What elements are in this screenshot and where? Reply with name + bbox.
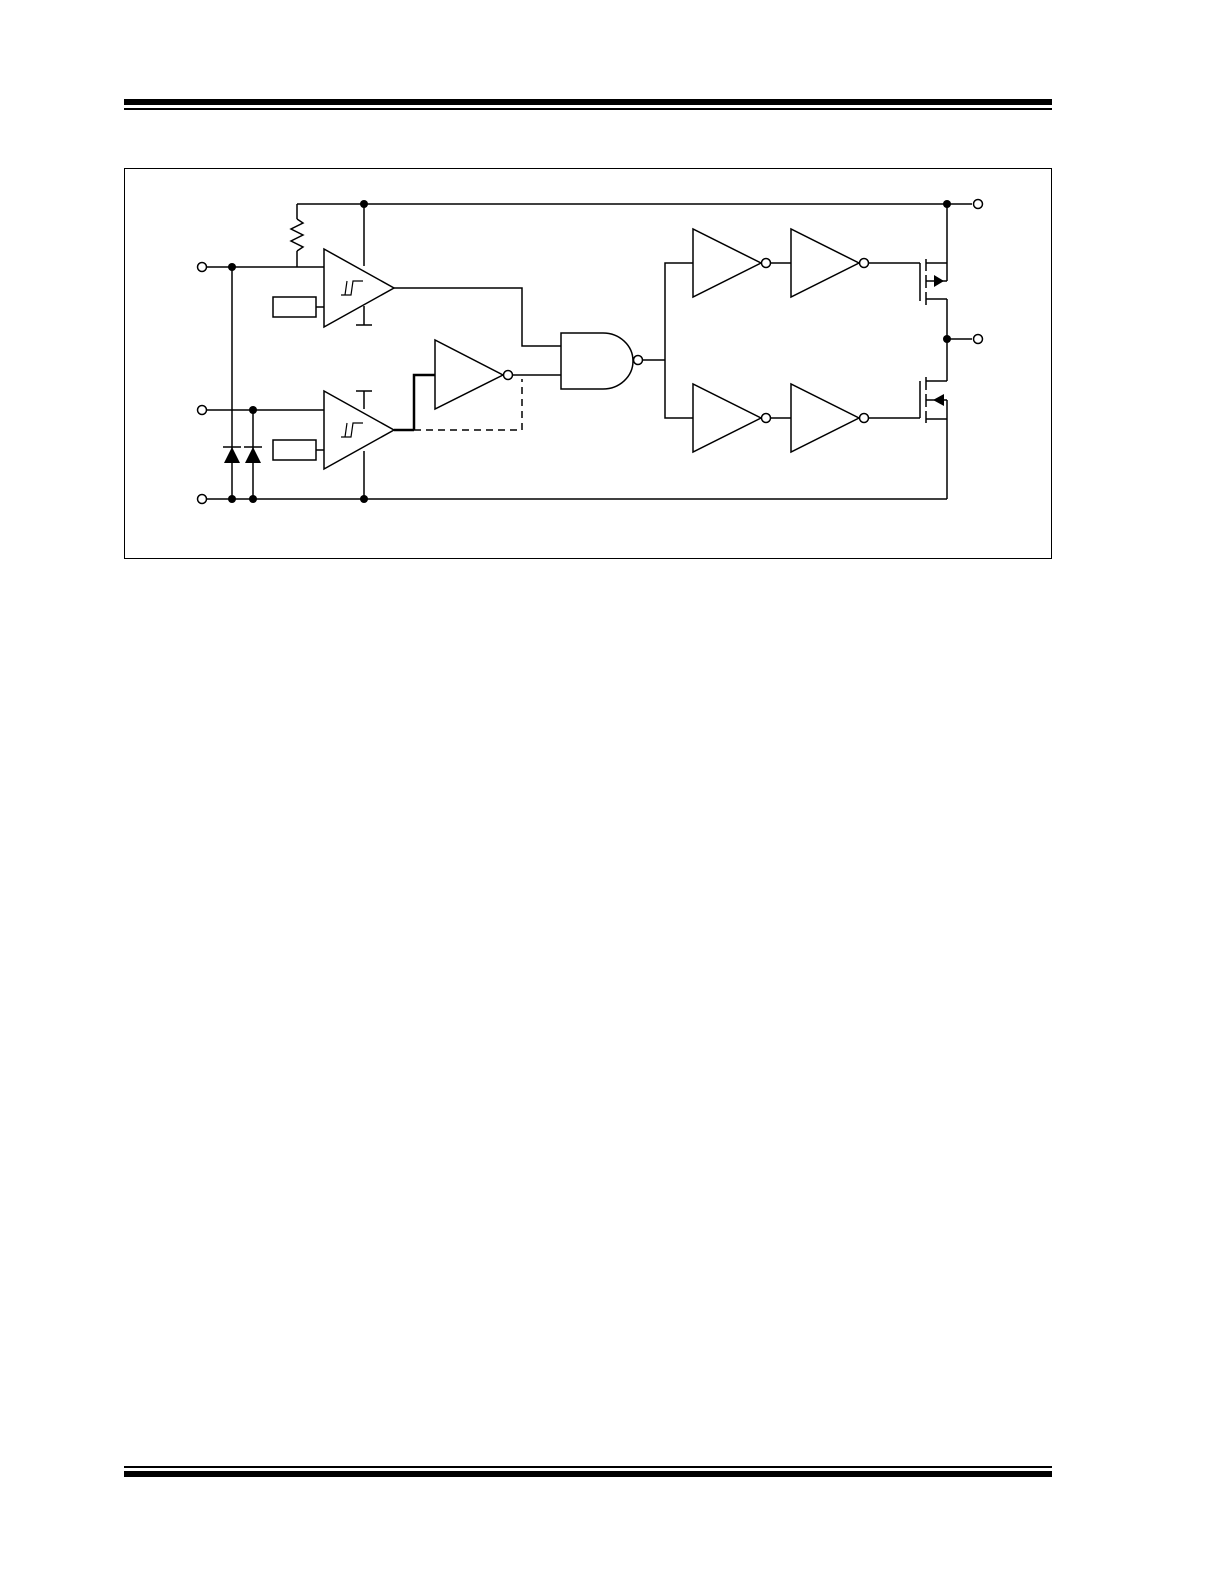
esd-diode-1: [223, 446, 241, 463]
reference-box-top: [272, 296, 317, 318]
input-pin-1[interactable]: [196, 261, 208, 273]
comparator-top-output-wire: [394, 287, 561, 347]
nand-gate: [560, 332, 665, 390]
schmitt-comparator-bottom: [323, 389, 396, 499]
input-pin-2[interactable]: [196, 404, 208, 416]
footer-rule-thin: [124, 1466, 1052, 1468]
esd-diode-2: [244, 446, 262, 463]
schmitt-comparator-top: [323, 204, 396, 329]
block-schematic: [196, 198, 984, 505]
ground-pin[interactable]: [196, 493, 208, 505]
optional-bypass-wire: [414, 379, 523, 431]
header-rule-thick: [124, 99, 1052, 105]
output-pin[interactable]: [972, 333, 984, 345]
reference-box-bottom: [272, 439, 317, 461]
buffer-bottom-2: [790, 382, 920, 454]
schematic-figure-frame: [124, 168, 1052, 559]
inverter-middle: [434, 338, 561, 411]
header-rule-thin: [124, 108, 1052, 110]
buffer-top-2: [790, 227, 920, 299]
inverter-input-wire: [412, 373, 435, 430]
pull-up-resistor: [289, 204, 305, 267]
buffer-bottom-1: [692, 382, 791, 454]
pmos-output-transistor: [919, 204, 948, 339]
supply-pin[interactable]: [972, 198, 984, 210]
footer-rule-thick: [124, 1471, 1052, 1477]
split-wire: [664, 262, 693, 419]
nmos-output-transistor: [919, 339, 948, 499]
buffer-top-1: [692, 227, 791, 299]
